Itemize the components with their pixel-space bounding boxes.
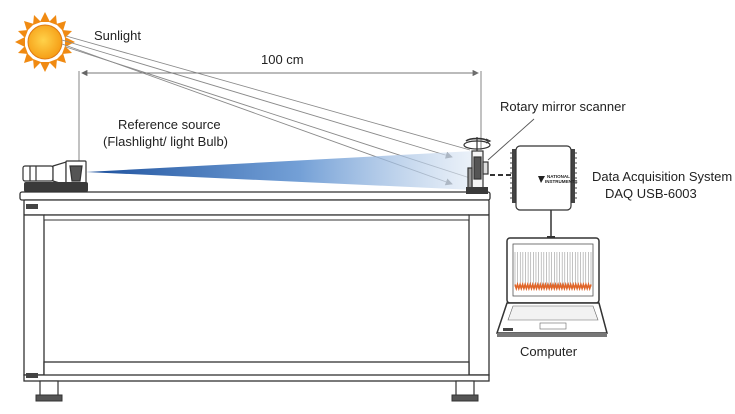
scanner-label: Rotary mirror scanner (500, 99, 626, 114)
laptop-signal-plot (514, 252, 592, 292)
flashlight-stand (24, 182, 88, 192)
computer-label: Computer (520, 344, 578, 359)
daq-device-icon (510, 145, 577, 211)
signal-baseline (514, 281, 592, 292)
sun-icon (15, 12, 75, 72)
scanner-pointer (487, 118, 535, 161)
distance-dimension (78, 69, 482, 172)
reference-source-sublabel: (Flashlight/ light Bulb) (103, 134, 228, 149)
daq-computer-cable (547, 210, 555, 241)
scanner-mount (466, 187, 488, 194)
daq-label: Data Acquisition System (592, 169, 732, 184)
sunlight-label: Sunlight (94, 28, 141, 43)
reference-source-label: Reference source (118, 117, 221, 132)
daq-brand-sublabel: INSTRUMENTS (545, 179, 578, 184)
table (19, 191, 491, 402)
daq-model-label: DAQ USB-6003 (605, 186, 697, 201)
light-beam (86, 151, 474, 190)
distance-label: 100 cm (261, 52, 304, 67)
daq-brand-label: NATIONAL (547, 174, 570, 179)
